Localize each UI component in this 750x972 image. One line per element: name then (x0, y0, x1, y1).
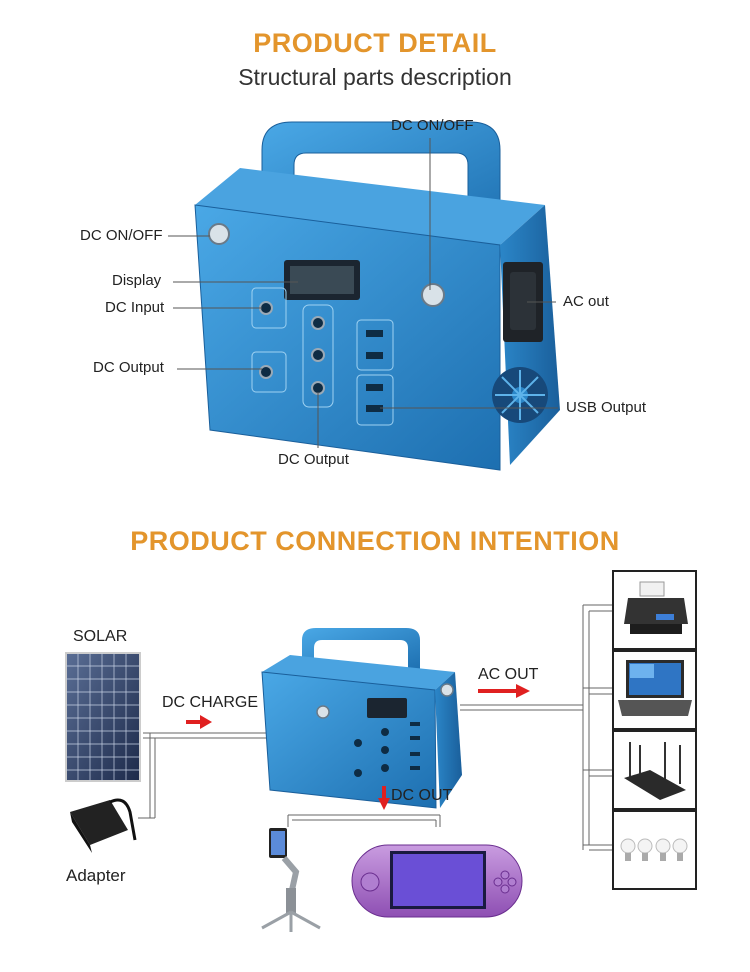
laptop-icon (618, 660, 692, 716)
flow-arrows (186, 684, 530, 810)
power-station-large (194, 121, 560, 471)
solar-panel-icon (65, 652, 141, 782)
product-detail-title: PRODUCT DETAIL (253, 28, 497, 58)
callout-lines (168, 138, 558, 448)
power-station-small (261, 628, 462, 809)
game-console-icon (351, 844, 523, 918)
structural-subtitle: Structural parts description (238, 64, 512, 90)
label-dc-output-bottom: DC Output (278, 451, 349, 468)
label-dc-onoff-top: DC ON/OFF (391, 117, 474, 134)
label-display: Display (112, 272, 162, 289)
label-dc-onoff-left: DC ON/OFF (80, 227, 163, 244)
label-dc-out-flow: DC OUT (391, 787, 453, 804)
connection-wires (138, 604, 612, 851)
router-icon (624, 742, 686, 800)
label-dc-input: DC Input (105, 299, 165, 316)
label-ac-out-flow: AC OUT (478, 666, 539, 683)
adapter-icon (70, 798, 137, 853)
label-ac-out: AC out (563, 293, 609, 310)
label-dc-output-left: DC Output (93, 359, 164, 376)
label-dc-charge: DC CHARGE (162, 694, 259, 711)
phone-gimbal-icon (261, 828, 321, 932)
label-usb-output: USB Output (566, 399, 647, 416)
label-adapter: Adapter (66, 866, 126, 885)
light-bulbs-icon (620, 838, 688, 861)
label-solar: SOLAR (73, 628, 128, 645)
printer-icon (624, 581, 688, 634)
connection-title: PRODUCT CONNECTION INTENTION (130, 526, 620, 556)
